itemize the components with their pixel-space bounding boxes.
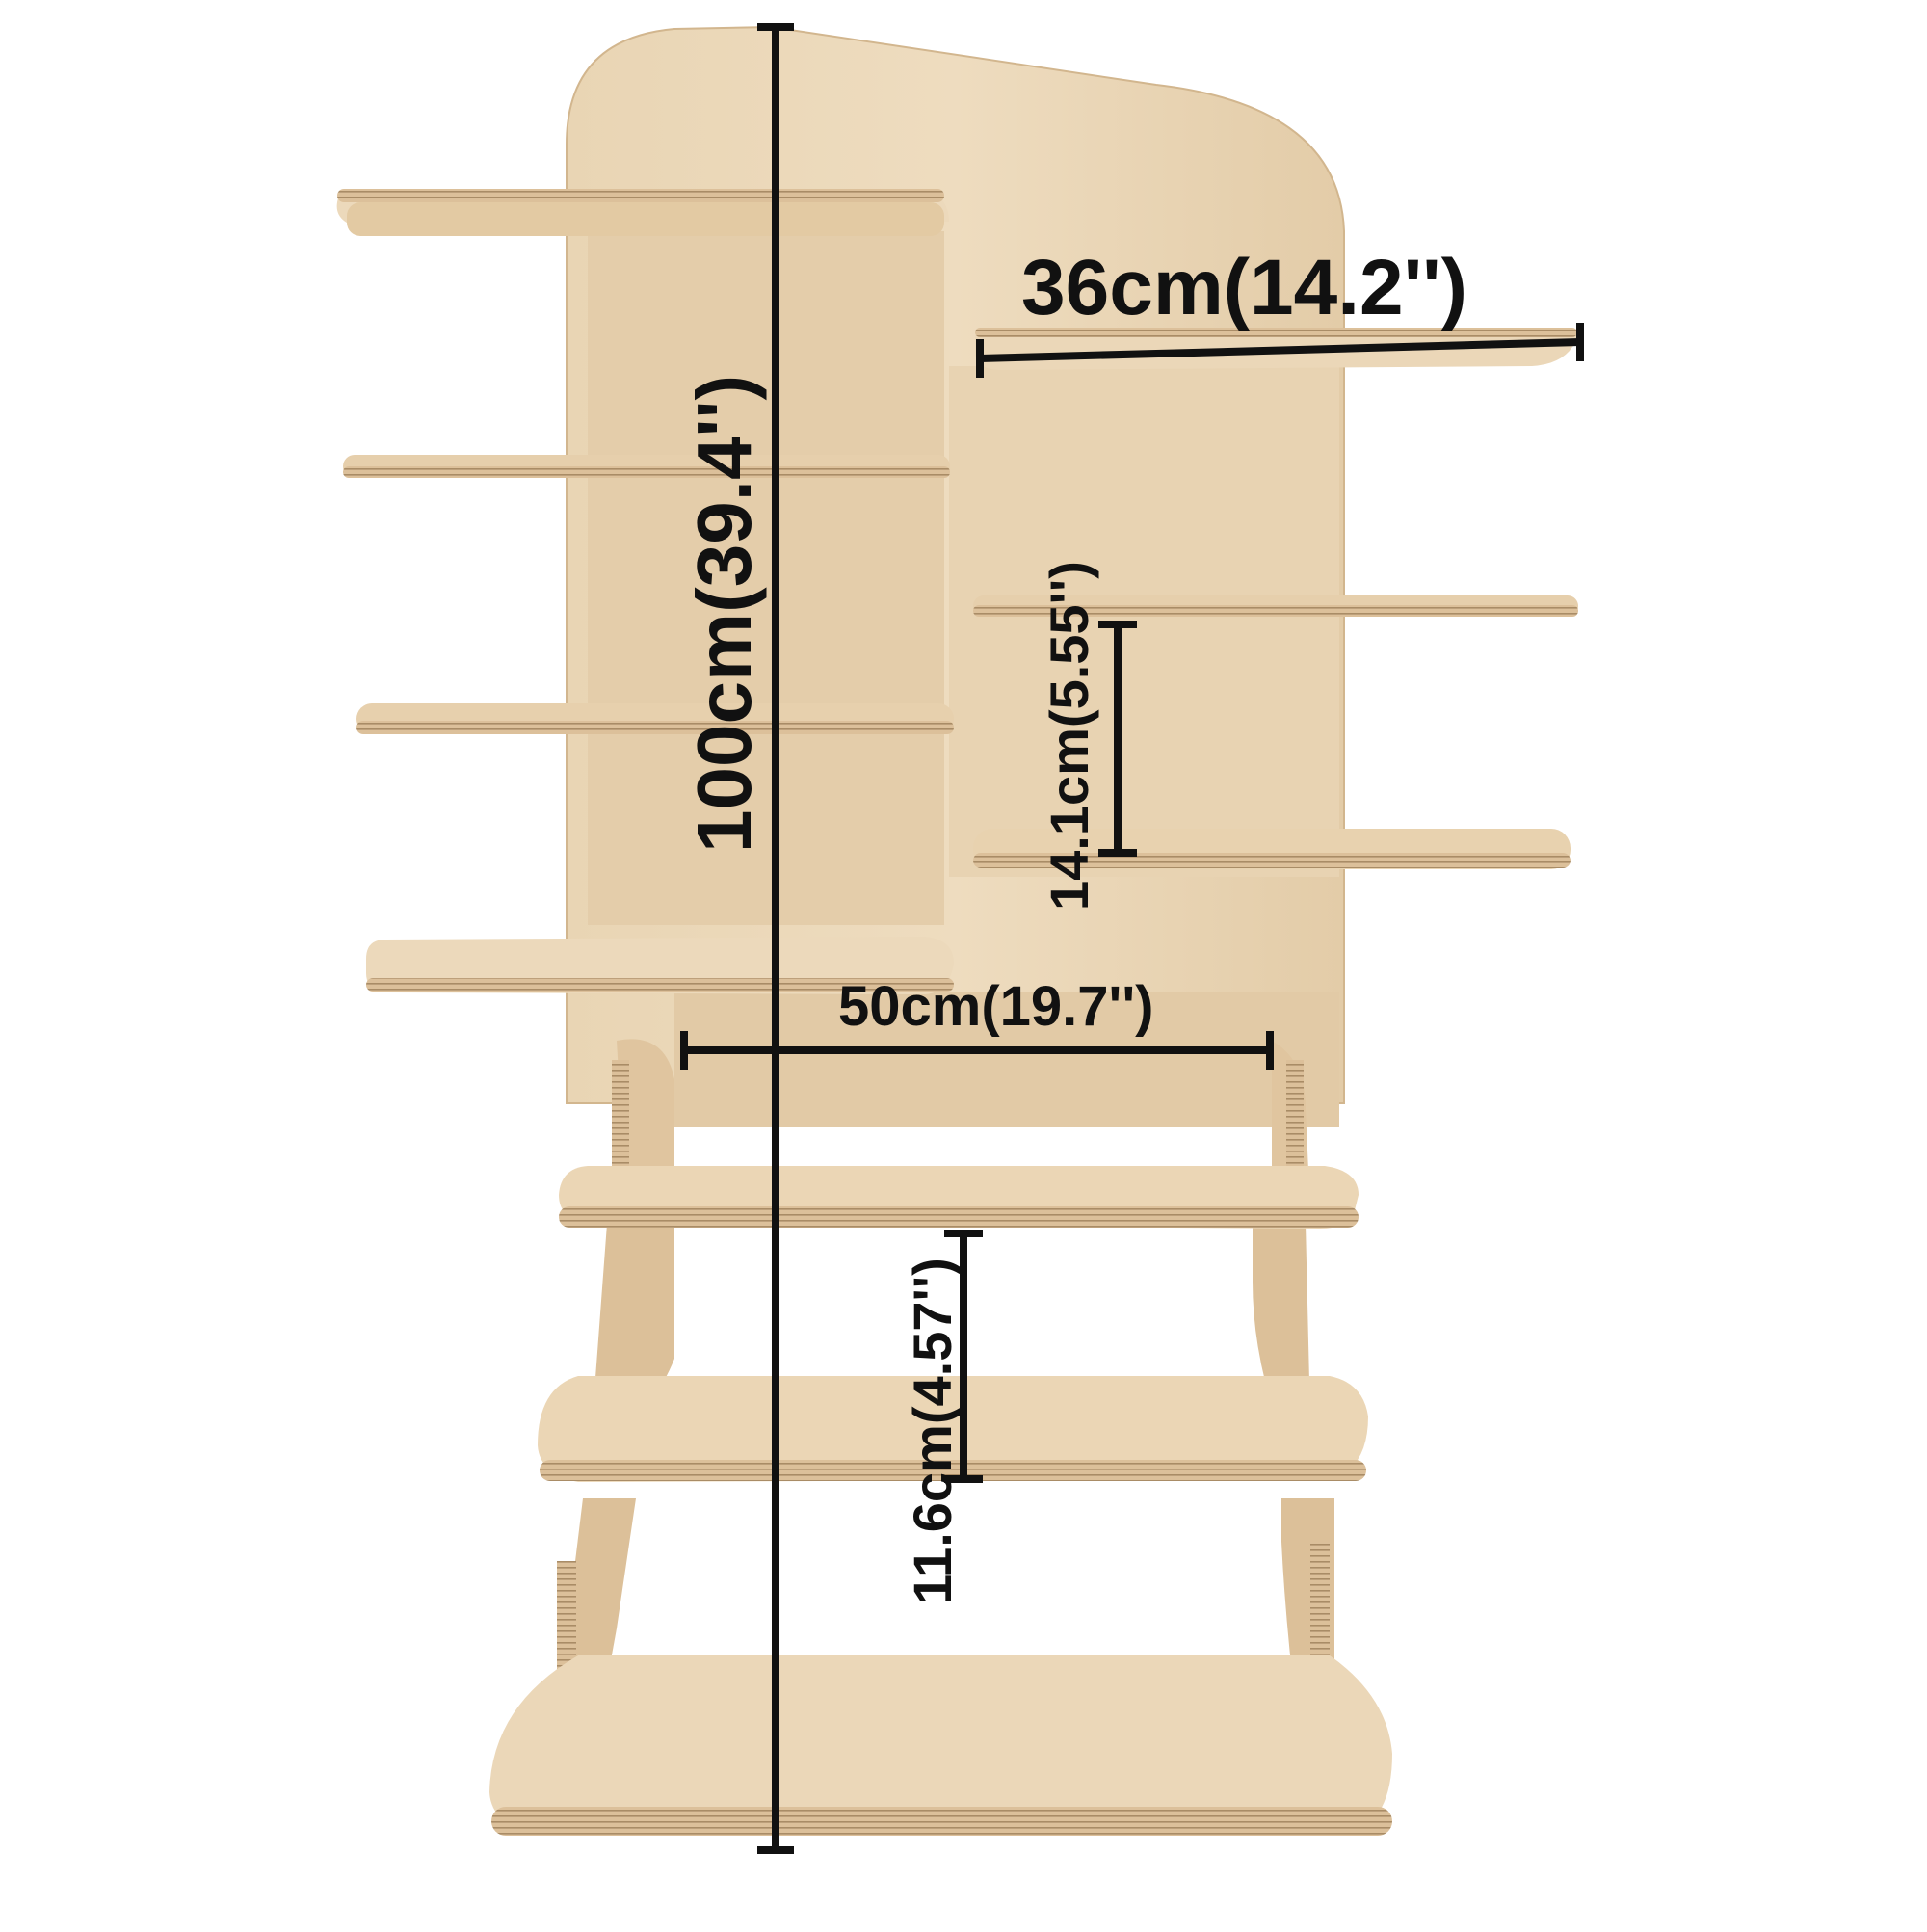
left-shelves <box>336 189 954 994</box>
top-shelf-width-line <box>979 338 1581 362</box>
left-shelf-1-edge <box>337 189 944 202</box>
left-shelf-4-edge <box>366 978 954 992</box>
top-shelf-width-label: 36cm(14.2'') <box>1021 244 1467 331</box>
step-spacing-label: 11.6cm(4.57'') <box>902 1257 963 1604</box>
bottom-step <box>489 1655 1392 1836</box>
right-panel-section <box>949 366 1339 877</box>
left-upper-leg <box>617 1039 674 1171</box>
bottom-step-edge <box>491 1807 1392 1836</box>
middle-step-edge <box>540 1460 1366 1481</box>
left-upper-leg-edge <box>612 1060 629 1171</box>
right-shelf-2-edge <box>973 605 1578 617</box>
left-shelf-2-edge <box>343 466 950 478</box>
right-mid-leg <box>1253 1224 1310 1421</box>
left-shelf-1-underside <box>347 202 944 236</box>
middle-step <box>538 1376 1368 1482</box>
left-mid-leg <box>593 1224 674 1416</box>
top-step-edge <box>559 1206 1359 1228</box>
right-upper-leg-edge <box>1286 1060 1304 1171</box>
right-shelf-1-edge <box>975 328 1577 337</box>
total-width-label: 50cm(19.7'') <box>838 975 1154 1038</box>
right-shelves <box>973 328 1579 869</box>
step-boards <box>489 1166 1392 1836</box>
left-panel-section <box>588 231 944 925</box>
shelf-spacing-label: 14.1cm(5.55'') <box>1039 561 1099 911</box>
measurement-lines <box>680 23 1584 1854</box>
total-height-label: 100cm(39.4'') <box>681 374 767 853</box>
lower-backboard <box>674 992 1339 1127</box>
left-shelf-3-edge <box>356 721 954 734</box>
